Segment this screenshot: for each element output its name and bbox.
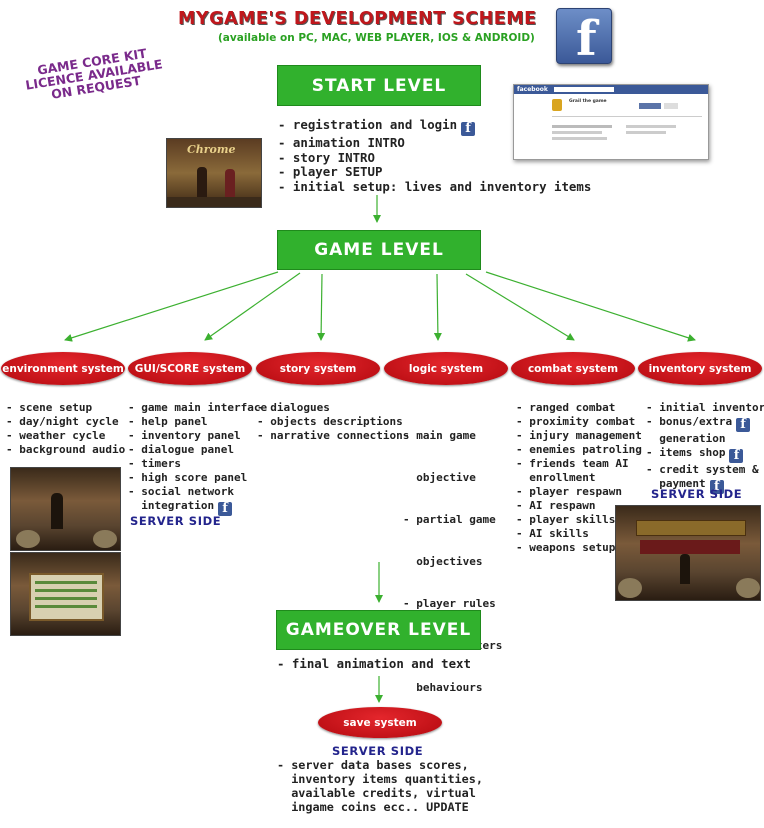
arrow-game-to-gui <box>204 272 301 341</box>
list-item: - main game <box>403 429 476 442</box>
arrow-game-to-inventory <box>485 271 696 342</box>
list-item: - game main interface <box>128 401 268 414</box>
list-item: - background audio <box>6 443 126 456</box>
list-item: enrollment <box>516 471 596 484</box>
list-item: - high score panel <box>128 471 248 484</box>
facebook-brand: facebook <box>517 86 548 93</box>
facebook-icon: f <box>709 480 724 494</box>
arrow-game-to-logic <box>433 273 442 341</box>
arrow-game-to-story <box>317 273 326 341</box>
game-level-box: GAME LEVEL <box>277 230 481 270</box>
list-item: - inventory panel <box>128 429 241 442</box>
trophy-icon <box>552 99 562 111</box>
list-item: generation <box>646 432 726 445</box>
list-item: - weapons setup <box>516 541 616 554</box>
list-item: - animation INTRO <box>278 135 405 150</box>
inventory-server-side-label: SERVER SIDE <box>651 487 743 501</box>
list-item: - day/night cycle <box>6 415 119 428</box>
list-item: - player SETUP <box>278 164 383 179</box>
inventory-system-node: inventory system <box>638 352 762 385</box>
gui-server-side-label: SERVER SIDE <box>130 514 222 528</box>
arrow-game-to-combat <box>465 273 575 341</box>
list-item: - credit system & <box>646 463 759 476</box>
save-system-list: - server data bases scores, inventory it… <box>277 758 483 814</box>
facebook-icon: f <box>218 502 233 516</box>
list-item: - player respawn <box>516 485 622 498</box>
story-system-list: - dialogues - objects descriptions - nar… <box>257 401 409 443</box>
list-item: - initial setup: lives and inventory ite… <box>278 178 592 194</box>
arrow-game-to-environment <box>64 271 279 342</box>
environment-system-node: environment system <box>1 352 125 385</box>
list-item: - player skills <box>516 513 616 526</box>
list-item: behaviours <box>403 681 483 694</box>
list-item: - proximity combat <box>516 415 636 428</box>
app-title: Grail the game <box>569 99 607 104</box>
list-item: - social network <box>128 485 234 498</box>
combat-system-node: combat system <box>511 352 635 385</box>
facebook-icon: f <box>736 418 751 432</box>
diagram-title: MYGAME'S DEVELOPMENT SCHEME <box>178 9 537 29</box>
list-item: - help panel <box>128 415 208 428</box>
list-item: - player rules <box>403 597 496 610</box>
logic-system-node: logic system <box>384 352 508 385</box>
gui-score-system-node: GUI/SCORE system <box>128 352 252 385</box>
list-item: ingame coins ecc.. UPDATE <box>277 800 469 814</box>
facebook-icon: f <box>461 122 476 136</box>
combat-system-list: - ranged combat - proximity combat - inj… <box>516 401 642 555</box>
intro-screenshot: Chrome <box>166 138 262 208</box>
list-item: - dialogues <box>257 401 330 414</box>
gui-score-system-list: - game main interface - help panel - inv… <box>128 401 267 516</box>
list-item: available credits, virtual <box>277 786 476 800</box>
gameover-level-box: GAMEOVER LEVEL <box>276 610 481 650</box>
list-item: - server data bases scores, <box>277 758 469 772</box>
gameover-level-list: - final animation and text <box>277 656 471 672</box>
list-item: - objects descriptions <box>257 415 403 428</box>
story-system-node: story system <box>256 352 380 385</box>
list-item: - enemies patroling <box>516 443 642 456</box>
list-item: - injury management <box>516 429 642 442</box>
environment-system-list: - scene setup - day/night cycle - weathe… <box>6 401 125 457</box>
game-logo: Chrome <box>187 143 236 156</box>
list-item: - AI respawn <box>516 499 596 512</box>
diagram-subtitle: (available on PC, MAC, WEB PLAYER, IOS &… <box>218 32 535 44</box>
facebook-icon: f <box>729 449 744 463</box>
facebook-logo-icon: f <box>556 8 612 67</box>
environment-screenshot <box>10 467 121 551</box>
list-item: - narrative connections <box>257 429 410 442</box>
inventory-panel-screenshot <box>10 552 121 636</box>
list-item: objective <box>403 471 476 484</box>
save-server-side-label: SERVER SIDE <box>332 744 424 758</box>
list-item: - scene setup <box>6 401 93 414</box>
start-level-box: START LEVEL <box>277 65 481 106</box>
list-item: - dialogue panel <box>128 443 234 456</box>
list-item: - partial game <box>403 513 496 526</box>
list-item: - weather cycle <box>6 429 106 442</box>
list-item: - initial inventory <box>646 401 764 414</box>
list-item: - timers <box>128 457 181 470</box>
list-item: inventory items quantities, <box>277 772 483 786</box>
list-item: - story INTRO <box>278 149 375 165</box>
facebook-app-screenshot: facebook Grail the game <box>513 84 709 160</box>
list-item: - ranged combat <box>516 401 616 414</box>
list-item: - friends team AI <box>516 457 629 470</box>
save-system-node: save system <box>318 707 442 738</box>
shop-screenshot <box>615 505 761 601</box>
list-item: - final animation and text <box>277 656 471 671</box>
list-item: - AI skills <box>516 527 589 540</box>
list-item: objectives <box>403 555 483 568</box>
